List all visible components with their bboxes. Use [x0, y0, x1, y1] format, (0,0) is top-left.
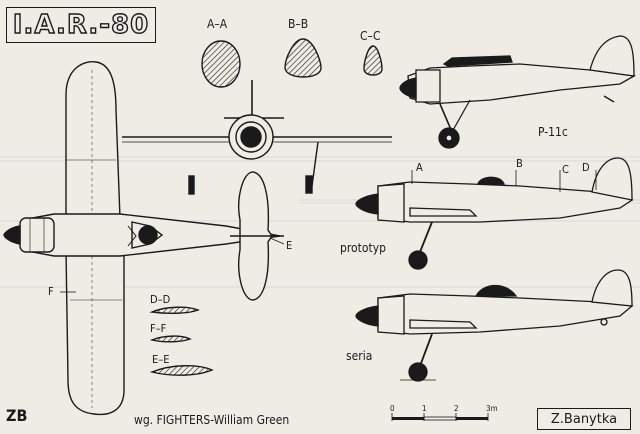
prototype-side-view: [355, 157, 634, 270]
scale-tick-1: 1: [422, 404, 427, 413]
scale-tick-2: 2: [454, 404, 459, 413]
section-label-bb: B–B: [288, 17, 309, 31]
scale-tick-0: 0: [390, 404, 395, 413]
label-p11c: P-11c: [538, 125, 568, 139]
section-ff-shape: [149, 335, 192, 343]
plan-view: [3, 61, 285, 416]
author-name: Z.Banytka: [550, 411, 618, 427]
section-label-ee: E–E: [152, 353, 170, 366]
author-box: Z.Banytka: [537, 408, 631, 430]
cross-sections: [149, 38, 383, 376]
label-series: seria: [346, 349, 373, 363]
section-label-aa: A–A: [207, 17, 228, 31]
scale-bar-graphic: [391, 413, 489, 421]
section-aa-shape: [201, 40, 241, 88]
station-marker-f: F: [48, 285, 54, 298]
section-cc-shape: [363, 45, 383, 76]
station-marker-c: C: [562, 163, 569, 176]
title-box: I.A.R.-80: [6, 7, 156, 43]
scale-tick-3: 3m: [486, 404, 498, 413]
section-label-dd: D–D: [150, 293, 171, 306]
section-label-cc: C–C: [360, 29, 381, 43]
series-side-view: [355, 269, 634, 382]
p11c-side-view: [399, 35, 636, 149]
section-dd-shape: [149, 306, 200, 315]
section-ee-shape: [149, 365, 214, 376]
station-marker-e: E: [286, 239, 293, 252]
source-credit: wg. FIGHTERS-William Green: [134, 413, 290, 427]
label-prototype: prototyp: [340, 241, 386, 255]
station-marker-a: A: [416, 161, 423, 174]
drawing-title: I.A.R.-80: [12, 9, 150, 40]
section-bb-shape: [284, 38, 322, 78]
station-marker-d: D: [582, 161, 590, 174]
station-marker-b: B: [516, 157, 523, 170]
front-view: [122, 80, 392, 195]
section-label-ff: F–F: [150, 322, 167, 335]
monogram: ZB: [6, 406, 28, 425]
